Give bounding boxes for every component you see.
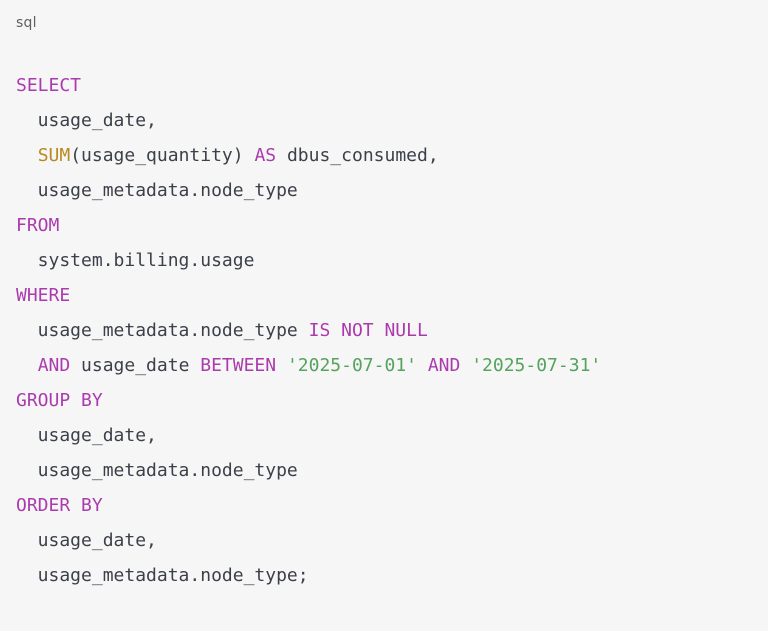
code-token-keyword: FROM xyxy=(16,215,60,236)
code-token-plain: usage_metadata.node_type xyxy=(16,320,309,341)
code-token-function: SUM xyxy=(37,145,71,166)
sql-code-content: SELECT usage_date, SUM(usage_quantity) A… xyxy=(16,75,601,586)
code-token-plain: dbus_consumed, xyxy=(276,145,439,166)
code-token-keyword: ORDER BY xyxy=(16,495,103,516)
code-token-plain: (usage_quantity) xyxy=(70,145,255,166)
code-token-plain xyxy=(276,355,287,376)
code-token-keyword: BETWEEN xyxy=(200,355,277,376)
code-token-keyword: GROUP BY xyxy=(16,390,103,411)
code-token-keyword: AND xyxy=(37,355,71,376)
code-token-plain: usage_date, xyxy=(16,110,157,131)
code-token-plain: usage_metadata.node_type xyxy=(16,460,298,481)
code-token-string: '2025-07-31' xyxy=(471,355,602,376)
sql-code: SELECT usage_date, SUM(usage_quantity) A… xyxy=(16,68,752,593)
code-token-keyword: SELECT xyxy=(16,75,82,96)
code-token-keyword: AND xyxy=(427,355,461,376)
code-token-plain xyxy=(460,355,471,376)
code-token-plain: usage_date, xyxy=(16,425,157,446)
code-token-plain xyxy=(16,145,38,166)
code-token-string: '2025-07-01' xyxy=(286,355,417,376)
code-token-plain: system.billing.usage xyxy=(16,250,255,271)
code-token-keyword: IS NOT NULL xyxy=(308,320,428,341)
code-token-plain: usage_date xyxy=(70,355,201,376)
code-token-plain xyxy=(417,355,428,376)
code-language-label: sql xyxy=(16,15,37,31)
code-token-keyword: AS xyxy=(254,145,277,166)
code-token-keyword: WHERE xyxy=(16,285,71,306)
code-token-plain: usage_metadata.node_type; xyxy=(16,565,309,586)
code-token-plain xyxy=(16,355,38,376)
code-token-plain: usage_metadata.node_type xyxy=(16,180,298,201)
code-token-plain: usage_date, xyxy=(16,530,157,551)
